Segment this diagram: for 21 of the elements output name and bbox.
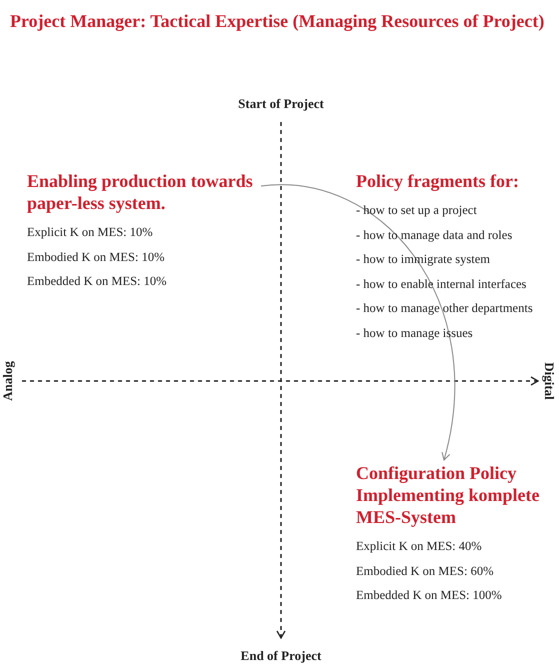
axis-label: Digital bbox=[541, 362, 557, 400]
quadrant-text: - how to manage data and roles bbox=[356, 226, 514, 244]
quadrant-heading: Enabling production towards paper-less system. bbox=[27, 170, 254, 214]
quadrant-text: Explicit K on MES: 10% bbox=[27, 224, 154, 241]
quadrant-text: - how to manage other departments bbox=[356, 300, 534, 317]
quadrant-text: Embedded K on MES: 10% bbox=[27, 273, 168, 290]
quadrant-text: Explicit K on MES: 40% bbox=[356, 538, 483, 555]
quadrant-text: Embedded K on MES: 100% bbox=[356, 587, 503, 604]
quadrant-heading: Policy fragments for: bbox=[356, 170, 520, 192]
axis-label: Start of Project bbox=[238, 96, 324, 112]
quadrant-text: - how to manage issues bbox=[356, 324, 474, 342]
curved-arrow bbox=[260, 184, 456, 460]
quadrant-text: - how to set up a project bbox=[356, 202, 478, 219]
quadrant-text: - how to immigrate system bbox=[356, 251, 492, 268]
quadrant-text: - how to enable internal interfaces bbox=[356, 276, 528, 292]
axis-label: End of Project bbox=[240, 648, 322, 664]
quadrant-heading: Configuration Policy Implementing komplete MES-System bbox=[356, 462, 540, 528]
quadrant-text: Embodied K on MES: 10% bbox=[27, 248, 166, 266]
diagram-title: Project Manager: Tactical Expertise (Managing Resources of Project) bbox=[10, 10, 546, 33]
axis-label: Analog bbox=[0, 361, 16, 401]
quadrant-text: Embodied K on MES: 60% bbox=[356, 562, 494, 580]
